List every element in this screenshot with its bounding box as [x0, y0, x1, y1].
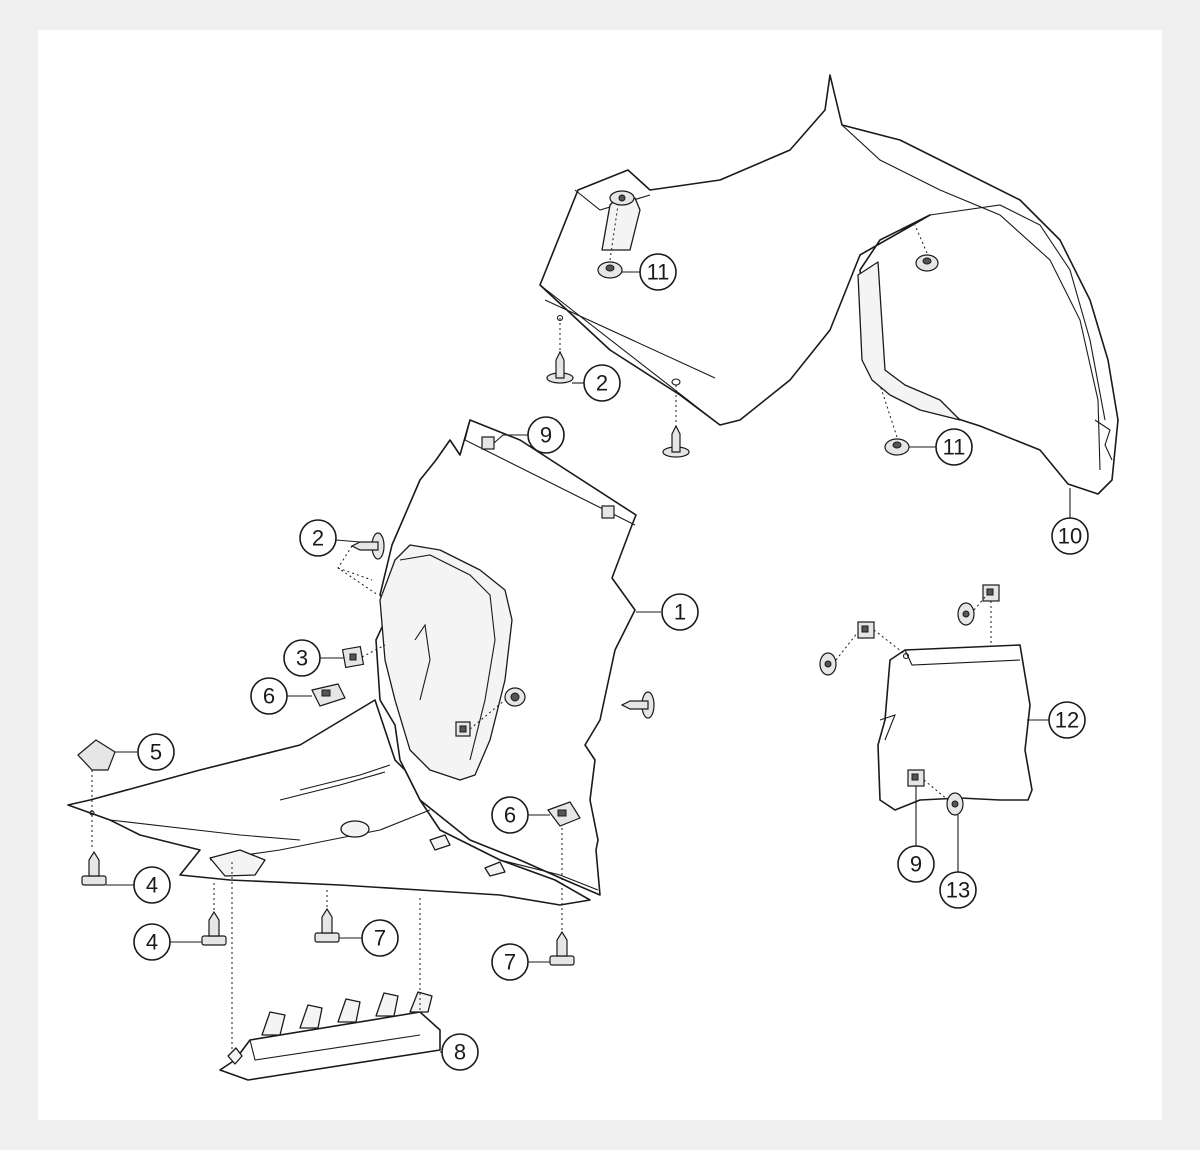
callout-4-lower: 4	[133, 923, 202, 961]
callout-7-right: 7	[491, 943, 550, 981]
callout-13: 13	[939, 815, 977, 909]
splash-shield	[877, 644, 1033, 811]
svg-text:12: 12	[1055, 708, 1079, 733]
svg-text:8: 8	[454, 1040, 466, 1065]
callout-9-lower: 9	[897, 786, 935, 883]
callout-6-right: 6	[491, 796, 550, 834]
svg-text:9: 9	[910, 852, 922, 877]
svg-text:6: 6	[504, 803, 516, 828]
svg-text:3: 3	[296, 646, 308, 671]
callout-6-left: 6	[250, 677, 312, 715]
svg-text:4: 4	[146, 930, 158, 955]
svg-text:2: 2	[312, 526, 324, 551]
svg-text:6: 6	[263, 684, 275, 709]
callout-5: 5	[115, 733, 175, 771]
callout-8: 8	[440, 1033, 479, 1071]
callout-11-lower: 11	[909, 428, 973, 466]
svg-text:7: 7	[374, 926, 386, 951]
svg-text:13: 13	[946, 878, 970, 903]
underbody-panel	[67, 699, 591, 906]
callout-12: 12	[1027, 701, 1086, 739]
air-deflector	[219, 991, 441, 1081]
svg-text:10: 10	[1058, 524, 1082, 549]
svg-text:11: 11	[647, 260, 670, 285]
assembly-lines	[91, 204, 992, 1050]
wheel-arch-liner-rear	[539, 74, 1119, 495]
svg-text:9: 9	[540, 423, 552, 448]
svg-text:1: 1	[674, 600, 686, 625]
callout-4-left: 4	[106, 866, 171, 904]
callout-2-upper: 2	[572, 364, 621, 402]
svg-text:2: 2	[596, 371, 608, 396]
callout-11-upper: 11	[622, 253, 677, 291]
callout-7-center: 7	[339, 919, 399, 957]
svg-text:7: 7	[504, 950, 516, 975]
callout-3: 3	[283, 639, 344, 677]
svg-text:5: 5	[150, 740, 162, 765]
fasteners	[77, 254, 1000, 966]
callout-10: 10	[1051, 488, 1089, 555]
svg-text:11: 11	[943, 435, 966, 460]
svg-text:4: 4	[146, 873, 158, 898]
callout-1: 1	[636, 593, 699, 631]
callout-9-upper: 9	[493, 416, 565, 454]
callout-2-left: 2	[299, 519, 361, 557]
